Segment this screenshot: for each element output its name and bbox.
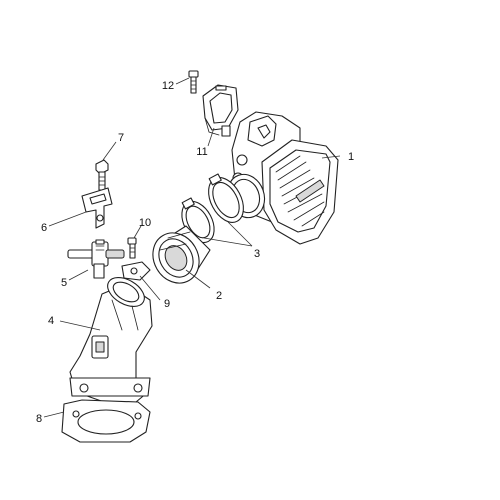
- injector-part-5: [67, 239, 125, 279]
- clip-part-9: [121, 261, 151, 281]
- callout-2: 2: [216, 290, 222, 302]
- callout-3: 3: [254, 248, 260, 260]
- bolt-part-10: [127, 237, 137, 259]
- throttle-body-part-1: [226, 111, 339, 245]
- callout-4: 4: [48, 315, 54, 327]
- callout-8: 8: [36, 413, 42, 425]
- intake-sleeve-part-2: [152, 225, 211, 284]
- leader-lines: [43, 77, 341, 418]
- callout-7: 7: [118, 132, 124, 144]
- callout-1: 1: [348, 151, 354, 163]
- callout-10: 10: [139, 217, 151, 229]
- gasket-part-8: [61, 399, 151, 443]
- bracket-part-6: [81, 187, 113, 229]
- callout-9: 9: [164, 298, 170, 310]
- bolt-part-12: [188, 70, 199, 94]
- callout-6: 6: [41, 222, 47, 234]
- callout-12: 12: [162, 80, 174, 92]
- callout-11: 11: [196, 146, 207, 158]
- bracket-part-11: [202, 84, 239, 137]
- callout-5: 5: [61, 277, 67, 289]
- screw-part-7: [95, 159, 109, 191]
- intake-manifold-part-4: [69, 277, 153, 403]
